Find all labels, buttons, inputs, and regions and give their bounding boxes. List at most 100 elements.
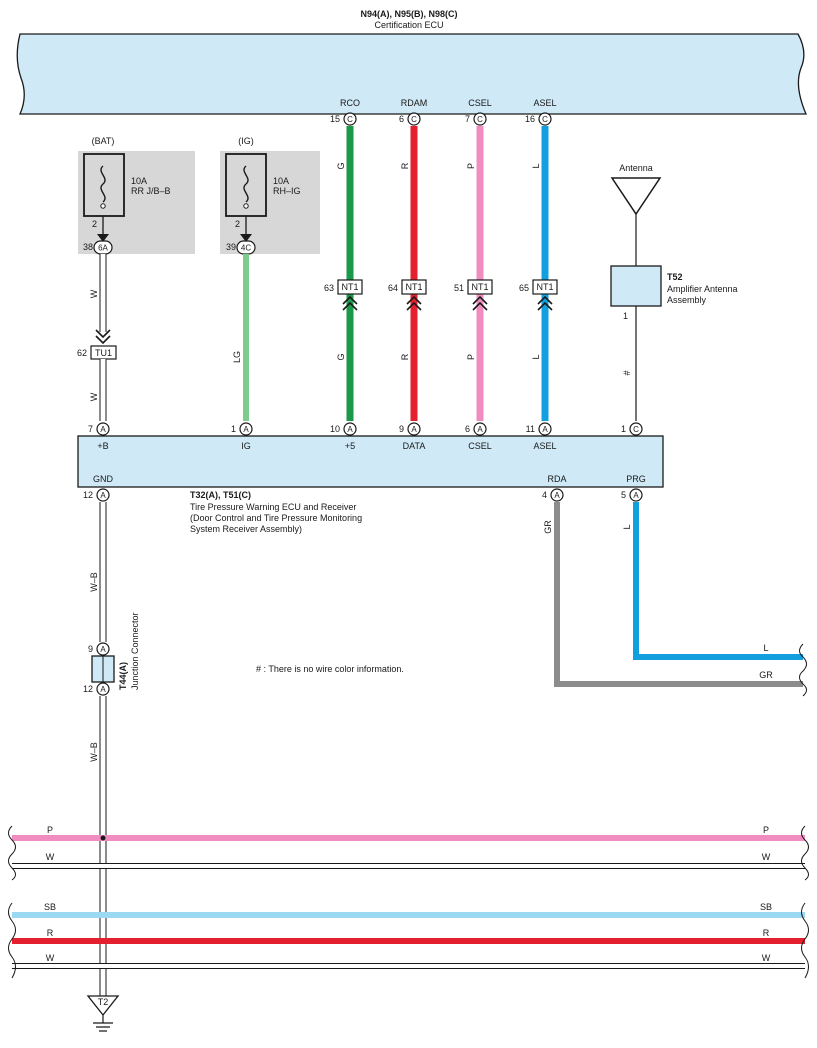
bus-wire-label: W <box>762 953 771 963</box>
nt1-connector-csel: 51 NT1 P <box>454 279 493 360</box>
wire-color-label: P <box>466 354 476 360</box>
wire-color-label: W <box>89 392 99 401</box>
wire-color-label: L <box>622 524 632 529</box>
junction-pin-top: 9 <box>88 644 93 654</box>
bus-wire-label: W <box>46 953 55 963</box>
antenna-label: Antenna <box>619 163 653 173</box>
chevron-up-icon <box>342 295 358 311</box>
t52-code: T52 <box>667 272 683 282</box>
cert-pin-asel: ASEL 16 C L <box>525 98 557 169</box>
connector-letter: A <box>100 491 106 500</box>
connector-pin <box>96 422 110 436</box>
fuse-shade <box>78 151 195 254</box>
nt1-connector-rco: 63 NT1 G <box>324 279 363 361</box>
certification-ecu: N94(A), N95(B), N98(C) Certification ECU <box>16 9 807 115</box>
cert-pin-csel: CSEL 7 C P <box>465 98 492 169</box>
ecu-pin-antenna: 1 C <box>621 422 643 436</box>
cert-pin-label: ASEL <box>533 98 556 108</box>
wire-break-icon <box>8 825 16 881</box>
tpws-ecu: 7 A +B 1 A IG 10 A +5 9 A DATA 6 A CSEL <box>77 422 664 534</box>
fuse-name: RR J/B–B <box>131 186 171 196</box>
connector-letter: C <box>347 115 353 124</box>
tu1-label: TU1 <box>95 348 112 358</box>
ground-icon <box>93 1022 113 1032</box>
cert-pin-rdam: RDAM 6 C R <box>399 98 427 169</box>
nt1-box <box>532 279 558 295</box>
connector-pin <box>538 112 552 126</box>
fuse-name: RH–IG <box>273 186 301 196</box>
prg-wire: L L <box>622 502 803 660</box>
wire-color-label: L <box>531 354 541 359</box>
cert-ecu-codes: N94(A), N95(B), N98(C) <box>360 9 457 19</box>
ecu-pin-number: 4 <box>542 490 547 500</box>
t52-name-line2: Assembly <box>667 295 707 305</box>
nt1-connector-rdam: 64 NT1 R <box>388 279 427 360</box>
ground-t2: T2 <box>86 995 120 1032</box>
fuse-conn-number: 38 <box>83 242 93 252</box>
cert-pin-label: RDAM <box>401 98 428 108</box>
junction-pin-bottom: 12 <box>83 684 93 694</box>
nt1-label: NT1 <box>536 282 553 292</box>
ecu-pin-plus5: 10 A +5 <box>330 422 357 451</box>
ig-wire: LG <box>232 254 249 421</box>
nt1-box <box>337 279 363 295</box>
cert-pin-label: CSEL <box>468 98 492 108</box>
connector-code: 6A <box>98 244 108 253</box>
ecu-pin-number: 7 <box>88 424 93 434</box>
wire-break-icon <box>799 643 807 697</box>
tpws-ecu-box <box>77 435 664 488</box>
bus-wire-r: R R <box>12 928 805 944</box>
wire-break-icon <box>801 825 809 881</box>
gnd-wire: W–B 9 A 12 A T44(A) Junction Connector W… <box>83 502 140 996</box>
ecu-pin-ig: 1 A IG <box>231 422 253 451</box>
tu1-pin-number: 62 <box>77 348 87 358</box>
arrow-down-icon <box>240 234 252 242</box>
nt1-pin-number: 64 <box>388 283 398 293</box>
ecu-pin-label: CSEL <box>468 441 492 451</box>
right-wire-label: GR <box>759 670 773 680</box>
fuse-source: (BAT) <box>92 136 115 146</box>
ecu-pin-number: 1 <box>231 424 236 434</box>
bus-wire-w1: W W <box>12 852 805 869</box>
connector-pin <box>407 112 421 126</box>
nt1-pin-number: 63 <box>324 283 334 293</box>
chevron-up-icon <box>472 295 488 311</box>
wire-color-label: W–B <box>89 742 99 762</box>
ecu-pin-label: GND <box>93 474 114 484</box>
ecu-pin-number: 9 <box>399 424 404 434</box>
nt1-label: NT1 <box>471 282 488 292</box>
connector-pin <box>96 642 110 656</box>
connector-letter: C <box>477 115 483 124</box>
cert-ecu-box <box>16 33 807 115</box>
fuse-icon <box>243 165 249 203</box>
connector-pin <box>407 422 421 436</box>
connector-pin <box>550 488 564 502</box>
connector-pin <box>96 682 110 696</box>
cert-pin-number: 16 <box>525 114 535 124</box>
cert-pin-label: RCO <box>340 98 360 108</box>
ig-fuse-block: (IG) 10A RH–IG 2 39 4C <box>220 136 320 255</box>
t52-pin: 1 <box>623 311 628 321</box>
bat-fuse-block: (BAT) 10A RR J/B–B 2 38 6A <box>78 136 195 255</box>
bus-wire-p: P P <box>12 825 805 841</box>
cert-pin-number: 7 <box>465 114 470 124</box>
ecu-name-line3: System Receiver Assembly) <box>190 524 302 534</box>
ecu-pin-prg: PRG 5 A <box>621 474 646 502</box>
connector-letter: A <box>100 645 106 654</box>
chevron-up-icon <box>406 295 422 311</box>
connector-pin <box>343 422 357 436</box>
ecu-pin-number: 10 <box>330 424 340 434</box>
connector-letter: C <box>542 115 548 124</box>
nt1-label: NT1 <box>405 282 422 292</box>
arrow-down-icon <box>97 234 109 242</box>
fuse-source: (IG) <box>238 136 254 146</box>
ground-label: T2 <box>98 997 109 1007</box>
signal-wires <box>346 126 549 421</box>
connector-pin <box>538 422 552 436</box>
connector-letter: A <box>100 425 106 434</box>
connector-letter: A <box>243 425 249 434</box>
connector-pin <box>629 422 643 436</box>
ecu-pin-csel: 6 A CSEL <box>465 422 492 451</box>
fuse-rating: 10A <box>131 176 147 186</box>
